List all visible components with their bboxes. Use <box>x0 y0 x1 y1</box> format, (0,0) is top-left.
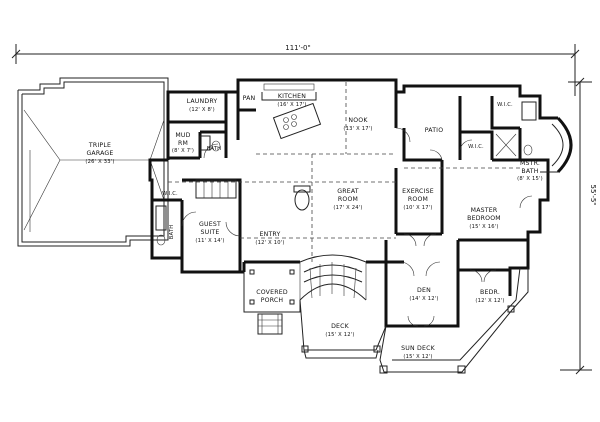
den-size: (14' X 12') <box>409 296 438 302</box>
depth-dimension: 55'-5" <box>589 184 597 205</box>
garage-label-2: GARAGE <box>86 150 113 157</box>
mstr-bath-label: MSTR. <box>520 160 540 167</box>
deck <box>299 299 387 359</box>
bedroom-label: BEDR. <box>480 289 500 296</box>
pan-label: PAN <box>243 95 256 102</box>
entry-size: (12' X 10') <box>255 240 284 246</box>
deck-size: (15' X 12') <box>325 332 354 338</box>
kitchen-size: (16' X 17') <box>277 102 306 108</box>
doors <box>181 127 533 327</box>
staircase <box>299 254 367 301</box>
great-room-size: (17' X 24') <box>333 205 362 211</box>
master-bedroom-size: (15' X 16') <box>469 224 498 230</box>
porch-label: COVERED <box>256 289 288 296</box>
sun-deck-size: (15' X 12') <box>403 354 432 360</box>
mud-label: MUD <box>175 132 190 139</box>
kitchen-label: KITCHEN <box>278 93 306 100</box>
exercise-label-2: ROOM <box>408 196 428 203</box>
great-room-label-2: ROOM <box>338 196 358 203</box>
great-room-features <box>293 185 311 211</box>
wic-top-label: W.I.C. <box>497 102 513 108</box>
mud-label-2: RM <box>178 140 188 147</box>
den-label: DEN <box>417 287 431 294</box>
guest-suite-label: GUEST <box>199 221 221 228</box>
mstr-bath-label-2: BATH <box>521 168 538 175</box>
mud-size: (8' X 7') <box>172 148 194 154</box>
wic-mid-label: W.I.C. <box>468 144 484 150</box>
small-bath-label: BATH <box>207 146 222 152</box>
porch-label-2: PORCH <box>261 297 284 304</box>
dashed-beams <box>168 82 520 262</box>
master-bedroom-label: MASTER <box>471 207 498 214</box>
exercise-size: (10' X 17') <box>403 205 432 211</box>
patio-label: PATIO <box>425 127 444 134</box>
mstr-bath-size: (8' X 15') <box>517 176 543 182</box>
guest-suite-size: (11' X 14') <box>195 238 224 244</box>
kitchen-island <box>261 83 322 140</box>
depth-dimension-line <box>560 77 592 375</box>
master-bath-bay <box>540 116 573 174</box>
width-dimension-line <box>11 44 580 96</box>
garage-size: (26' X 33') <box>85 159 114 165</box>
wic-left-label: W.I.C. <box>162 191 178 197</box>
bedroom-size: (12' X 12') <box>475 298 504 304</box>
laundry-label: LAUNDRY <box>187 98 218 105</box>
garage-label: TRIPLE <box>88 142 111 149</box>
sun-deck <box>379 267 529 374</box>
nook-label: NOOK <box>348 117 368 124</box>
guest-suite-label-2: SUITE <box>201 229 220 236</box>
master-bedroom-label-2: BEDROOM <box>467 215 501 222</box>
entry-label: ENTRY <box>260 231 281 238</box>
left-bath-label: BATH <box>169 225 175 240</box>
width-dimension: 111'-0" <box>285 44 310 52</box>
nook-size: (13' X 17') <box>343 126 372 132</box>
bath-fixtures <box>155 101 537 246</box>
great-room-label: GREAT <box>337 188 359 195</box>
deck-label: DECK <box>331 323 350 330</box>
laundry-size: (12' X 8') <box>189 107 215 113</box>
exercise-label: EXERCISE <box>402 188 434 195</box>
garage-outline <box>17 77 169 247</box>
side-stair <box>195 179 237 199</box>
sun-deck-label: SUN DECK <box>401 345 435 352</box>
